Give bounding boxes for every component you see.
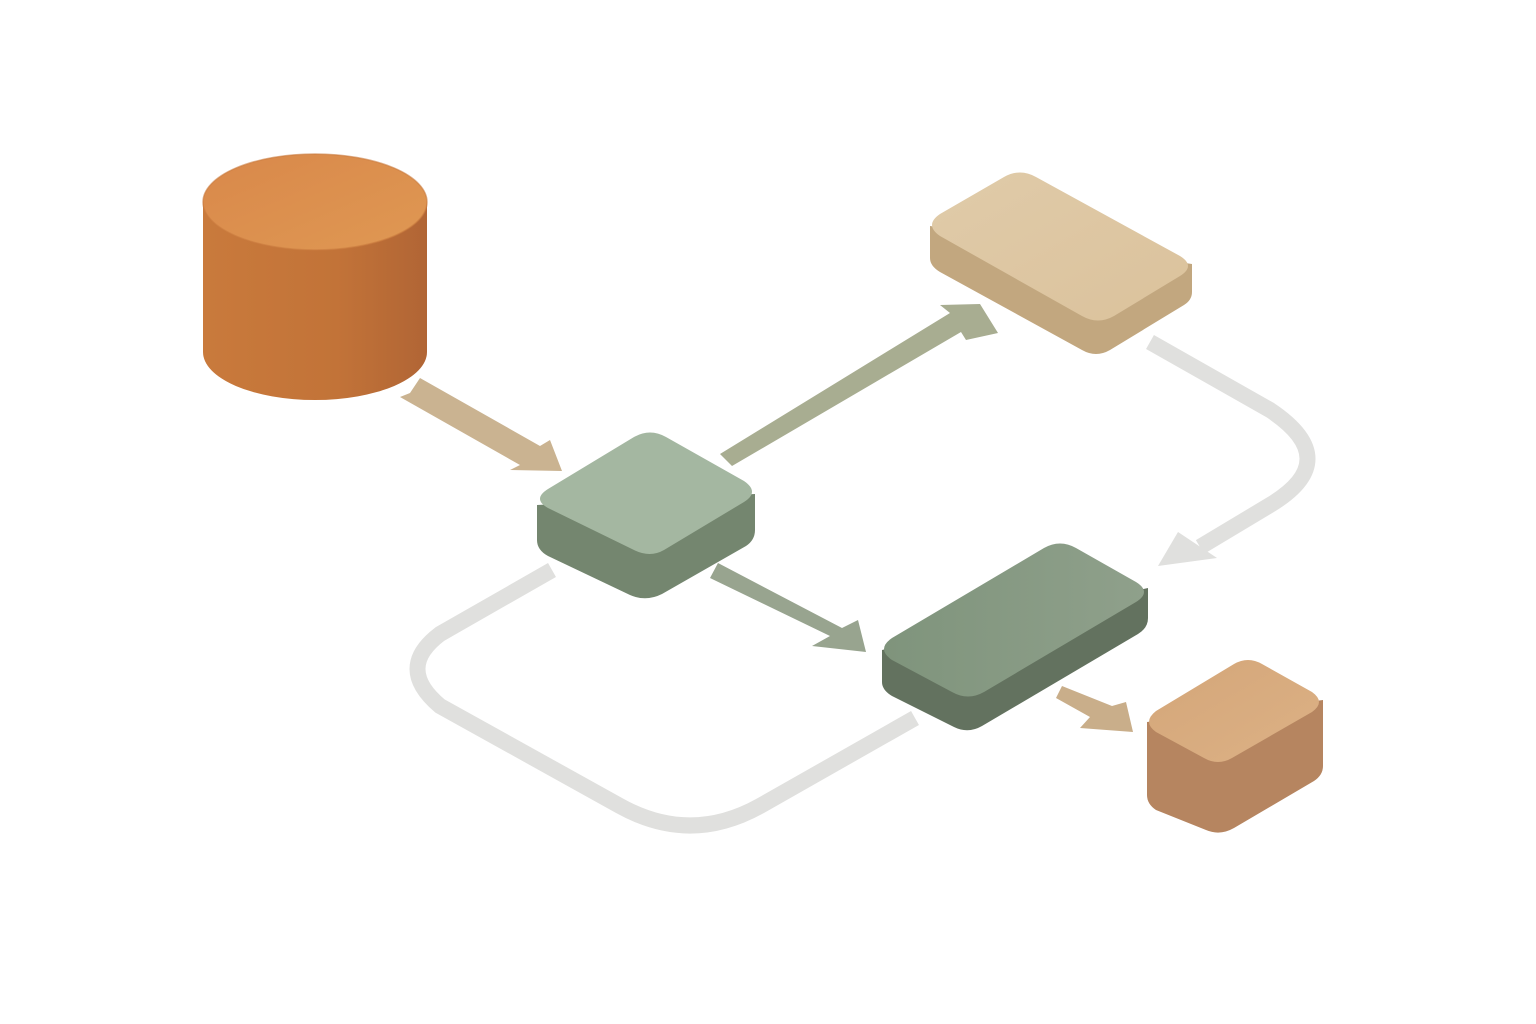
arrow-hub-to-upper — [720, 304, 998, 466]
lower-green-slab-top — [884, 543, 1144, 697]
source-cylinder-rim — [202, 153, 428, 251]
output-cube-node — [1147, 660, 1323, 833]
arrow-source-to-hub — [400, 378, 562, 471]
node-layer — [202, 153, 1323, 833]
connector-lower-to-hub-loop — [409, 563, 919, 834]
hub-block-top — [540, 432, 752, 554]
arrowhead-upper-to-lower-return — [1158, 532, 1217, 566]
upper-tan-slab-top — [932, 172, 1188, 321]
lower-green-slab-node — [882, 543, 1148, 731]
source-cylinder-top — [203, 154, 427, 250]
arrow-hub-to-lower — [710, 563, 866, 652]
arrow-lower-to-output — [1056, 686, 1133, 732]
connector-upper-to-lower-return — [1146, 335, 1316, 554]
source-cylinder-side — [203, 202, 427, 400]
arrow-layer — [400, 304, 1133, 732]
output-cube-top — [1149, 660, 1319, 762]
source-cylinder-node — [202, 153, 428, 400]
connector-layer-back — [409, 335, 1316, 834]
hub-block-node — [537, 432, 755, 599]
upper-tan-slab-node — [930, 172, 1192, 354]
